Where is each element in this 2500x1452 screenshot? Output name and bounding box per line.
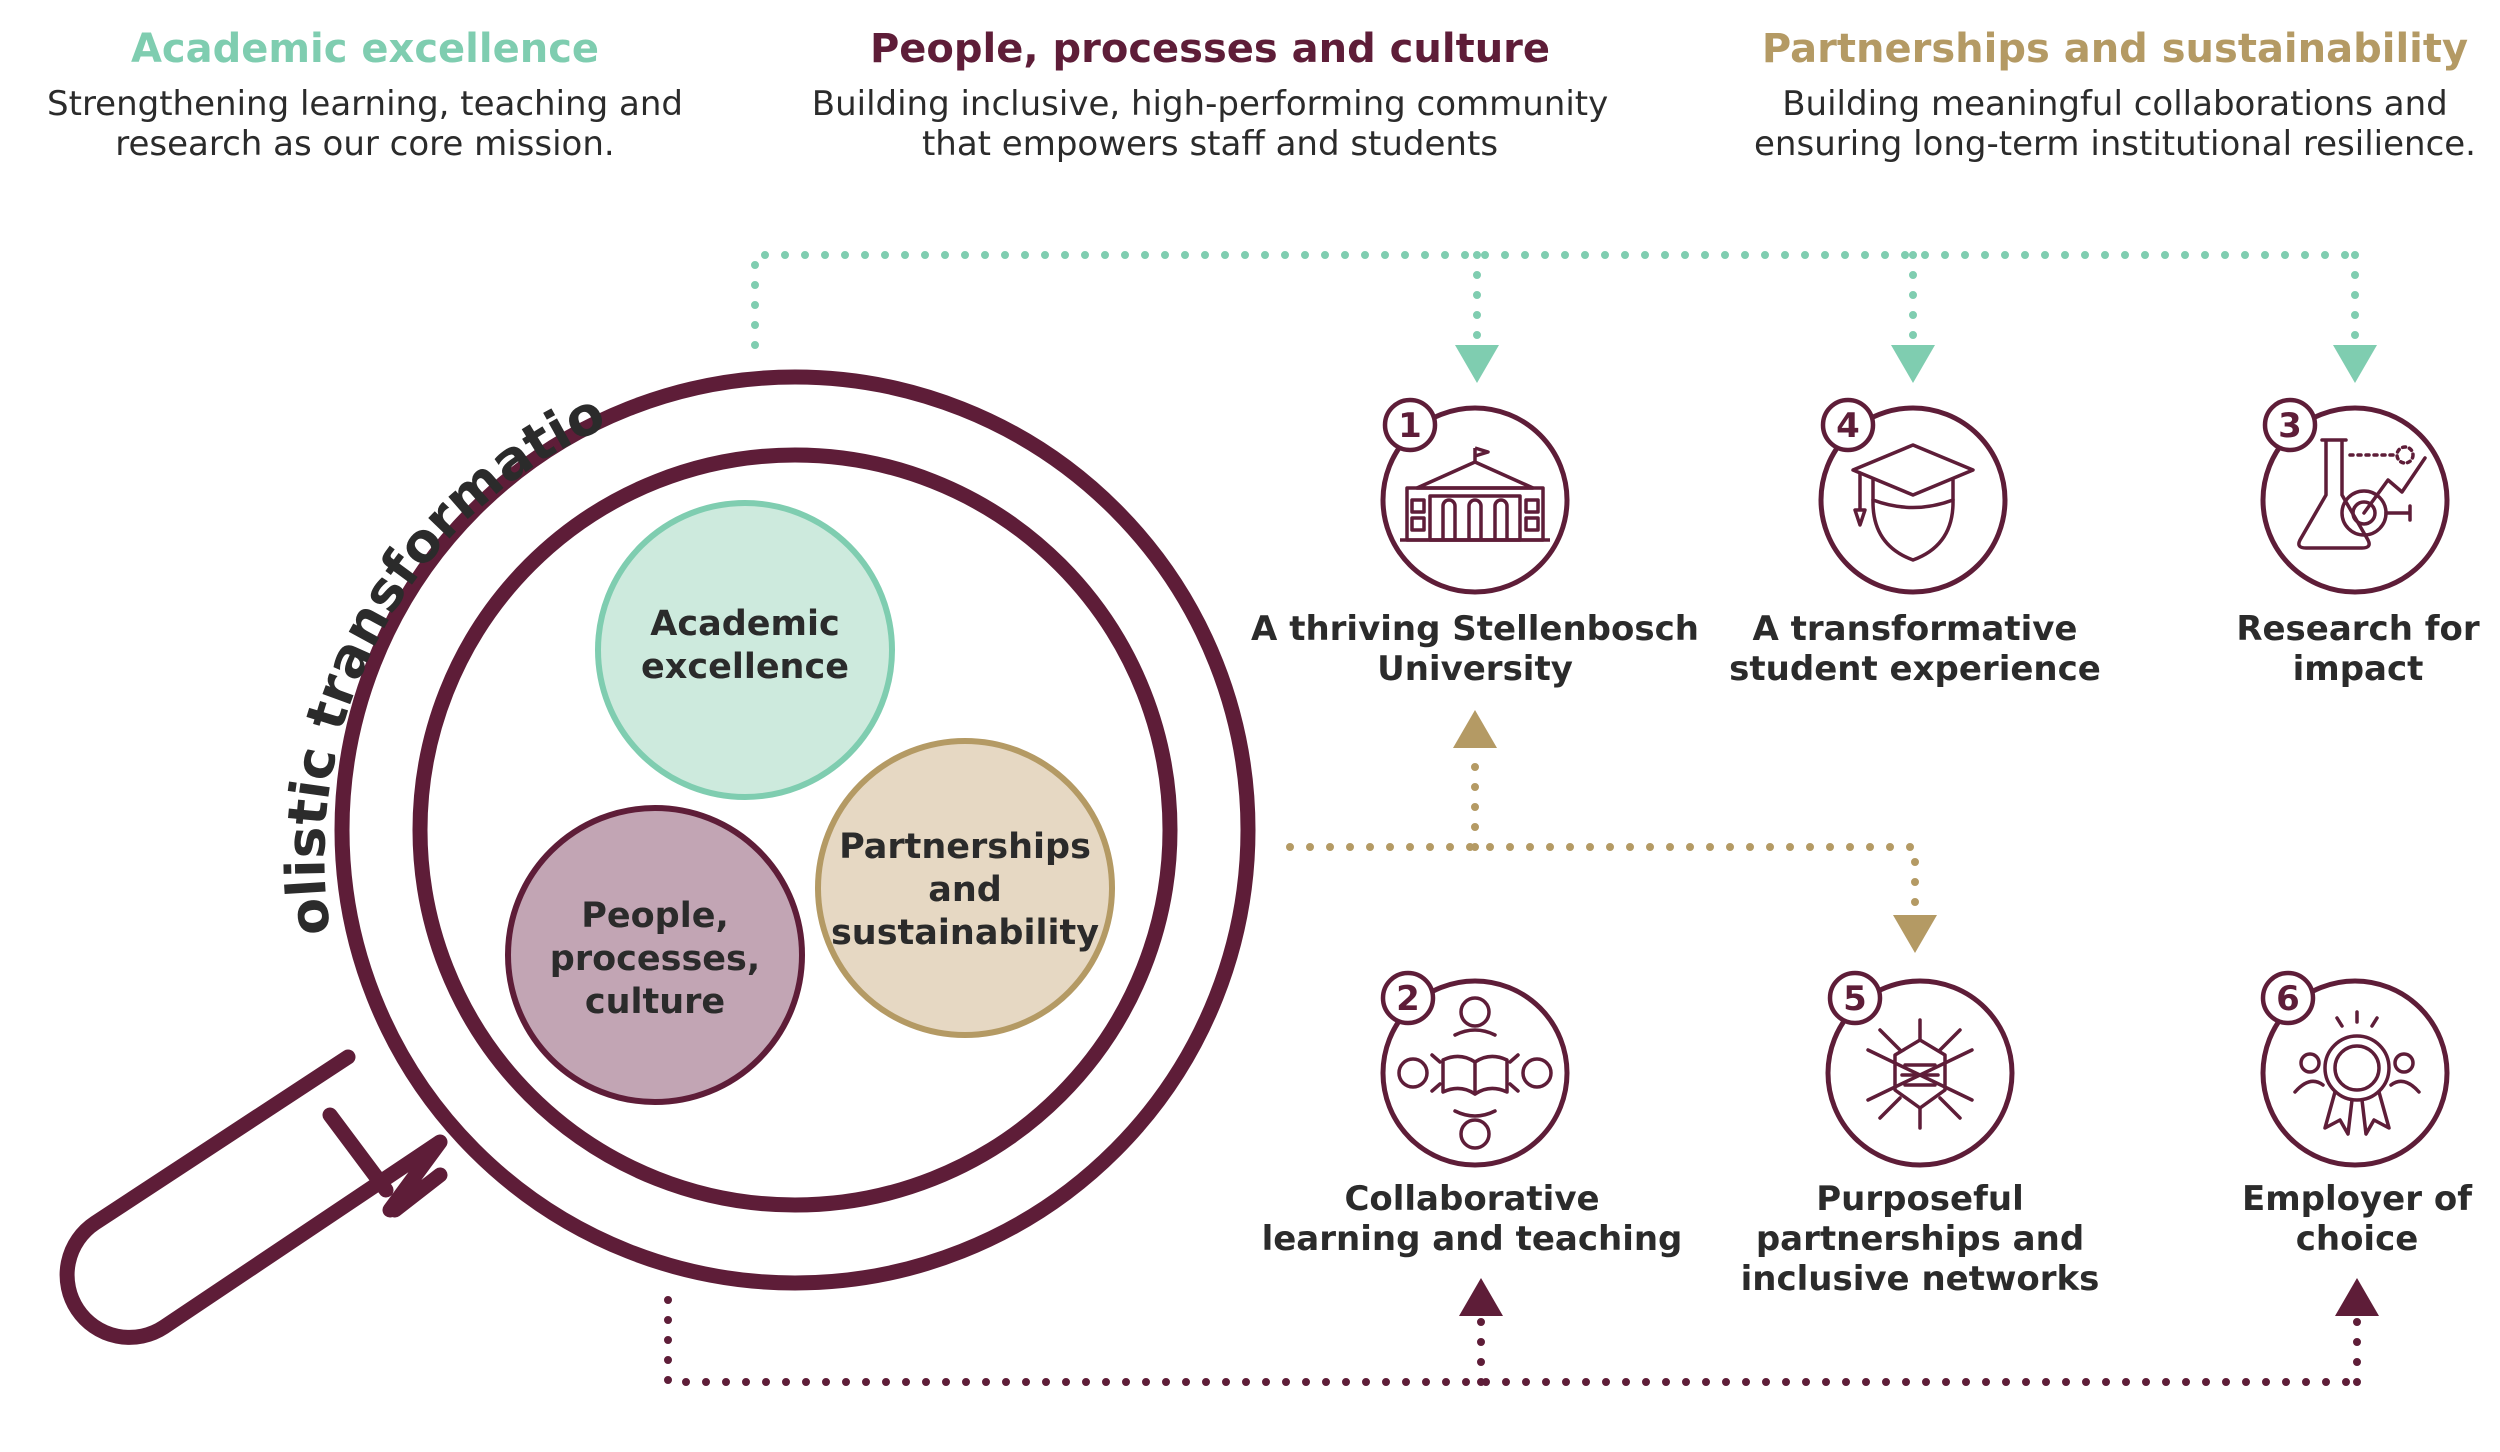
- teal-arrowhead-4: [1891, 345, 1935, 383]
- maroon-connector: [664, 1296, 2361, 1386]
- goal-6-badge: [2260, 970, 2316, 1026]
- pillar-people: People, processes and culture Building i…: [812, 26, 1609, 164]
- goal-5-badge: [1827, 970, 1883, 1026]
- circle-academic-line-2: excellence: [641, 647, 849, 687]
- circle-academic-line-1: Academic: [650, 604, 839, 644]
- gold-connector: [1286, 748, 1919, 916]
- goal-6-label-line-1: Employer of: [2242, 1179, 2473, 1219]
- pillar-partnerships-title: Partnerships and sustainability: [1762, 26, 2468, 72]
- maroon-arrowhead-2: [1459, 1278, 1503, 1316]
- pillar-academic: Academic excellence Strengthening learni…: [47, 26, 683, 164]
- goal-4-label-line-1: A transformative: [1753, 609, 2078, 649]
- goal-3-label-line-1: Research for: [2236, 609, 2480, 649]
- pillar-academic-title: Academic excellence: [131, 26, 599, 72]
- teal-arrowhead-1: [1455, 345, 1499, 383]
- goal-4: 4 A transformative student experience: [1729, 397, 2101, 689]
- goal-5-label-line-2: partnerships and: [1756, 1219, 2084, 1259]
- goal-6: 6 Employer of choice: [2242, 970, 2473, 1259]
- goal-1-label-line-1: A thriving Stellenbosch: [1251, 609, 1699, 649]
- pillar-people-title: People, processes and culture: [870, 26, 1550, 72]
- circle-academic-shape: [595, 500, 895, 800]
- teal-arrowheads: [1455, 345, 2377, 383]
- pillar-academic-desc-line-1: Strengthening learning, teaching and: [47, 84, 683, 124]
- goal-2-number: 2: [1396, 979, 1420, 1019]
- goal-1-badge: [1382, 397, 1438, 453]
- group-reading-icon: [1397, 996, 1553, 1150]
- magnifier-inner-ring: [412, 447, 1178, 1213]
- goal-4-number: 4: [1836, 406, 1860, 446]
- circle-people-shape: [505, 805, 805, 1105]
- pillar-partnerships-desc-line-1: Building meaningful collaborations and: [1782, 84, 2448, 124]
- goal-6-ring: [2260, 978, 2450, 1168]
- goal-3-label-line-2: impact: [2293, 649, 2424, 689]
- teal-connector: [751, 251, 2359, 349]
- goal-5-number: 5: [1843, 979, 1867, 1019]
- pillar-partnerships-desc-line-2: ensuring long-term institutional resilie…: [1754, 124, 2476, 164]
- award-medal-icon: [2293, 1010, 2421, 1136]
- handshake-network-icon: [1866, 1018, 1974, 1130]
- goal-6-label-line-2: choice: [2296, 1219, 2419, 1259]
- circle-partnerships-line-3: sustainability: [831, 913, 1099, 953]
- university-building-icon: [1400, 446, 1550, 542]
- goal-5-label-line-1: Purposeful: [1816, 1179, 2024, 1219]
- circle-people-line-2: processes,: [550, 939, 760, 979]
- goal-4-label-line-2: student experience: [1729, 649, 2101, 689]
- pillar-partnerships: Partnerships and sustainability Building…: [1754, 26, 2476, 164]
- circle-partnerships-line-1: Partnerships: [839, 827, 1091, 867]
- goal-4-badge: [1820, 397, 1876, 453]
- goal-5-label-line-3: inclusive networks: [1741, 1259, 2100, 1299]
- goal-3-number: 3: [2278, 406, 2302, 446]
- circle-people-line-3: culture: [585, 982, 725, 1022]
- magnifier-handle: [59, 1049, 448, 1345]
- goal-1: 1 A thriving Stellenbosch University: [1251, 397, 1699, 689]
- gold-connector-main-line: [1286, 843, 1919, 916]
- goal-4-ring: [1818, 405, 2008, 595]
- circle-partnerships: Partnerships and sustainability: [815, 738, 1115, 1038]
- pillar-people-desc-line-2: that empowers staff and students: [922, 124, 1498, 164]
- gold-arrowhead-down: [1893, 915, 1937, 953]
- circle-academic: Academic excellence: [595, 500, 895, 800]
- goal-5-ring: [1825, 978, 2015, 1168]
- circle-partnerships-shape: [815, 738, 1115, 1038]
- goal-3: 3 Research for impact: [2236, 397, 2480, 689]
- magnifier-outer-ring: [334, 369, 1256, 1291]
- goal-2-label-line-2: learning and teaching: [1262, 1219, 1683, 1259]
- circle-partnerships-line-2: and: [928, 870, 1002, 910]
- graduate-cap-icon: [1851, 443, 1975, 562]
- goal-1-number: 1: [1398, 406, 1422, 446]
- circle-people: People, processes, culture: [505, 805, 805, 1105]
- magnifying-glass-icon: [59, 369, 1256, 1345]
- pillar-people-desc-line-1: Building inclusive, high-performing comm…: [812, 84, 1609, 124]
- teal-connector-main-line: [751, 251, 2359, 349]
- gold-arrowheads: [1453, 710, 1937, 953]
- maroon-connector-main-line: [664, 1296, 2361, 1386]
- goal-6-number: 6: [2276, 979, 2300, 1019]
- goal-3-badge: [2262, 397, 2318, 453]
- goal-1-label-line-2: University: [1377, 649, 1573, 689]
- maroon-arrowheads: [1459, 1278, 2379, 1316]
- teal-arrowhead-3: [2333, 345, 2377, 383]
- maroon-arrowhead-6: [2335, 1278, 2379, 1316]
- circle-people-line-1: People,: [581, 896, 729, 936]
- goal-2-badge: [1380, 970, 1436, 1026]
- lab-flask-icon: [2297, 438, 2427, 550]
- gold-arrowhead-up: [1453, 710, 1497, 748]
- goal-5: 5 Purposeful partnerships and inclusive …: [1741, 970, 2100, 1299]
- goal-2-label-line-1: Collaborative: [1344, 1179, 1599, 1219]
- goal-2: 2 Collaborative learning and teaching: [1262, 970, 1683, 1259]
- pillar-academic-desc-line-2: research as our core mission.: [115, 124, 614, 164]
- goal-3-ring: [2260, 405, 2450, 595]
